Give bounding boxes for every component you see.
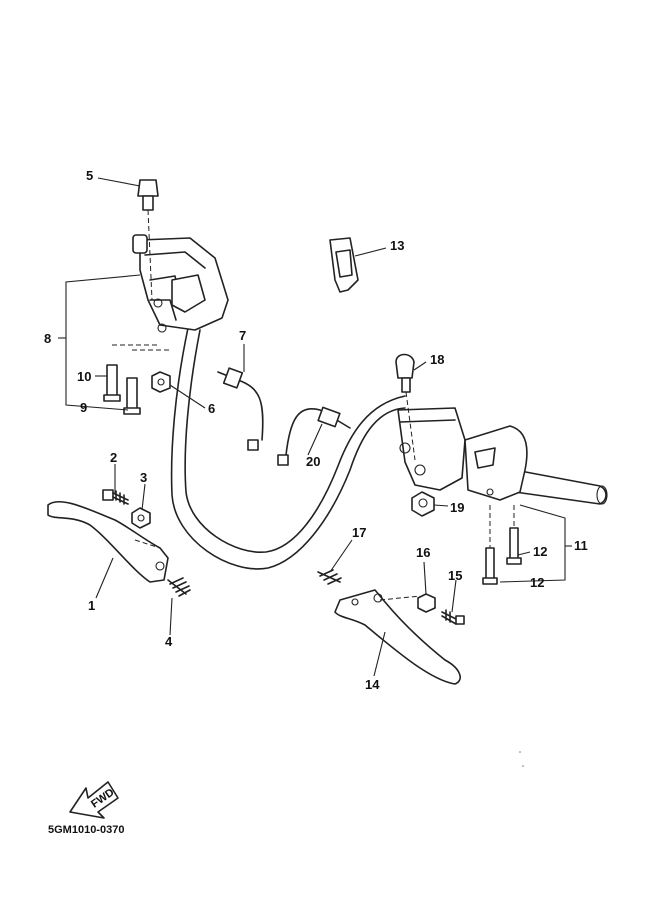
switch-wire-20	[277, 406, 351, 466]
callout-16: 16	[416, 545, 430, 560]
callout-9: 9	[80, 400, 87, 415]
callout-13: 13	[390, 238, 404, 253]
callout-10: 10	[77, 369, 91, 384]
right-master-cylinder	[397, 407, 466, 491]
callout-1: 1	[88, 598, 95, 613]
callout-7: 7	[239, 328, 246, 343]
handlebar	[170, 327, 608, 570]
callout-12a: 12	[533, 544, 547, 559]
bolt-15	[441, 609, 465, 625]
lever-14	[334, 589, 461, 685]
callout-18: 18	[430, 352, 444, 367]
scan-dots	[519, 751, 524, 767]
lever-1	[47, 500, 169, 583]
spring-4	[167, 577, 191, 597]
callout-4: 4	[165, 634, 173, 649]
callout-14: 14	[365, 677, 380, 692]
callout-17: 17	[352, 525, 366, 540]
callout-11: 11	[574, 538, 588, 553]
catalog-code: 5GM1010-0370	[48, 824, 124, 836]
callout-5: 5	[86, 168, 93, 183]
leader-lines	[58, 177, 572, 677]
callout-20: 20	[306, 454, 320, 469]
nut-19	[411, 491, 435, 517]
clamp-13	[329, 237, 359, 293]
callout-15: 15	[448, 568, 462, 583]
nut-6	[151, 371, 171, 393]
nut-16	[417, 593, 436, 613]
callout-8: 8	[44, 331, 51, 346]
callout-2: 2	[110, 450, 117, 465]
bolt-2	[102, 489, 129, 505]
switch-wire-7	[217, 367, 264, 451]
callout-19: 19	[450, 500, 464, 515]
bolts-9-10	[103, 344, 170, 415]
nut-3	[131, 507, 151, 529]
screw-5	[137, 179, 159, 301]
bolts-12	[482, 505, 522, 585]
callout-labels: 1 2 3 4 5 6 7 8 9 10 11 12 12 13 14 15 1…	[44, 168, 588, 692]
callout-12b: 12	[530, 575, 544, 590]
callout-6: 6	[208, 401, 215, 416]
callout-3: 3	[140, 470, 147, 485]
right-switch-assembly	[464, 425, 528, 501]
spring-17	[317, 569, 342, 585]
screw-18	[395, 353, 416, 461]
left-switch-assembly	[132, 234, 229, 333]
fwd-arrow-icon: FWD	[69, 781, 119, 819]
